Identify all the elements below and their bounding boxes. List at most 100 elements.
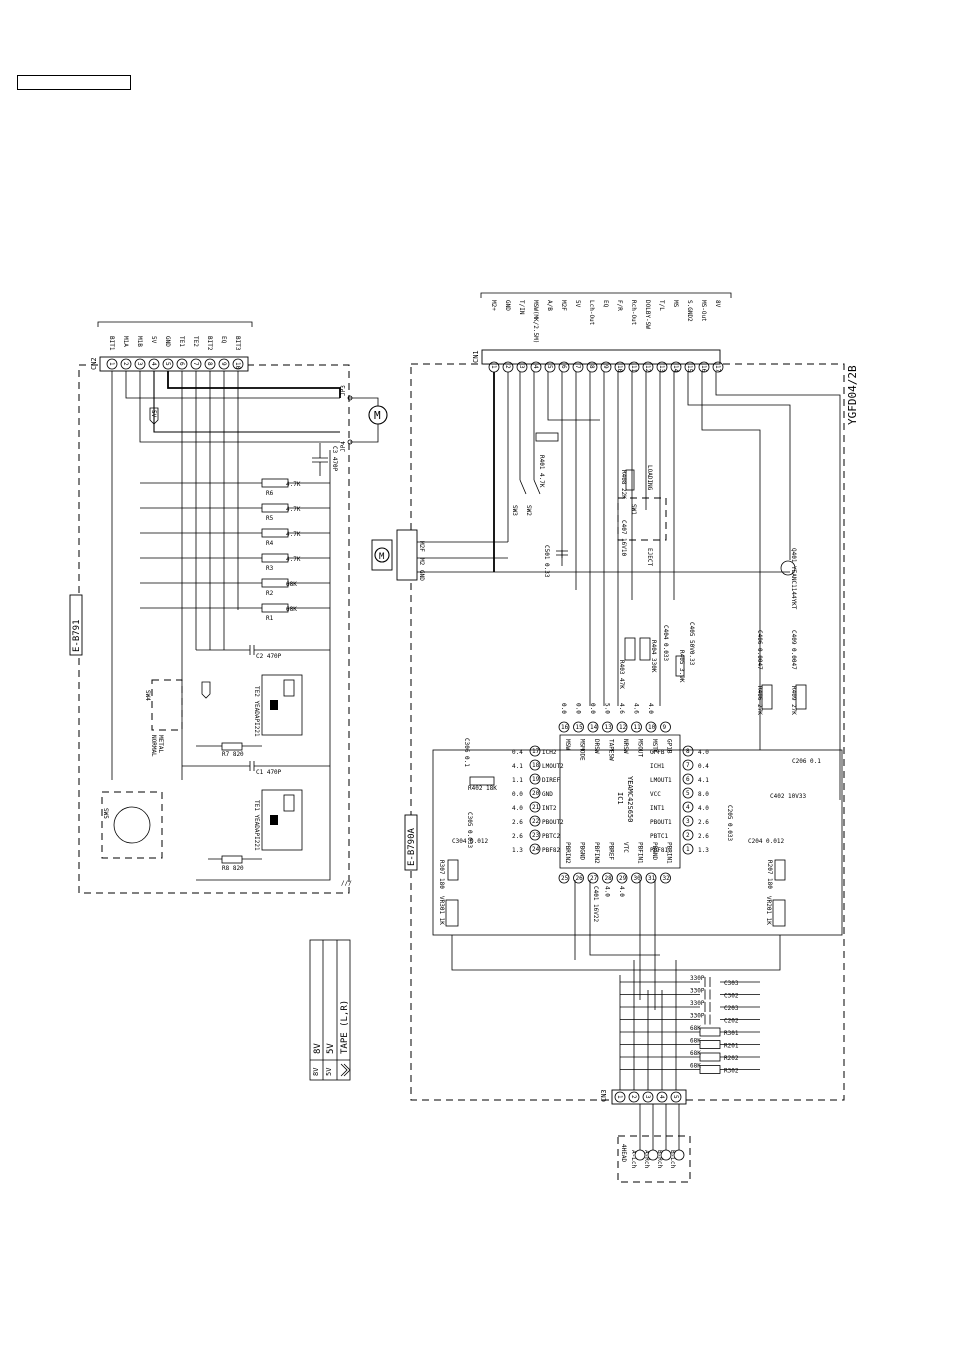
ic1-pin-voltage: 4.0 bbox=[698, 805, 709, 812]
cn1-signal-wires bbox=[493, 372, 841, 800]
cn2-pin-8 bbox=[204, 358, 216, 370]
5v-rail bbox=[153, 371, 340, 433]
c405-label: C405 50V0.33 bbox=[688, 622, 695, 666]
cn1-pin-number: 11 bbox=[630, 365, 637, 373]
cn1-pin-12 bbox=[642, 361, 654, 373]
ic1-pin-name: ICH1 bbox=[650, 763, 665, 770]
ic1-pin-20 bbox=[529, 787, 541, 799]
cn2-signal-label: TE1 bbox=[178, 336, 185, 347]
ic1-pin-number: 26 bbox=[576, 875, 584, 882]
sw1-eject-label: EJECT bbox=[646, 548, 653, 566]
head-channel-label: B-Lch bbox=[669, 1150, 676, 1168]
cn2-pin-number: 6 bbox=[178, 362, 185, 366]
vr201-label: VR201 1K bbox=[765, 896, 772, 925]
te1-sensor bbox=[261, 789, 303, 851]
e-b791-label-box bbox=[69, 594, 83, 656]
cn1-pin-4 bbox=[530, 361, 542, 373]
r5-ref: R5 bbox=[266, 515, 274, 522]
ic1-pin-name: PBREF bbox=[608, 842, 615, 860]
cn3-pin-number: 2 bbox=[630, 1095, 637, 1099]
ic1-pin-number: 4 bbox=[686, 804, 690, 811]
r3-value: 4.7K bbox=[286, 556, 301, 563]
cn1-signal-label: MS bbox=[672, 300, 679, 308]
sw1-label: SW1 bbox=[630, 504, 637, 515]
cn2-pin-number: 8 bbox=[206, 362, 213, 366]
r408-label: R408 22K bbox=[620, 470, 627, 499]
ic1-pin-voltage: 2.6 bbox=[698, 833, 709, 840]
cn1-signal-label: F/R bbox=[616, 300, 623, 311]
r207-resistor bbox=[774, 859, 786, 881]
c2-label: C2 470P bbox=[256, 653, 282, 660]
r403-resistor bbox=[624, 637, 636, 661]
cn1-pins: 1M2+2GND3T/IN4MSW(MK/2.5M)5A/B6M2F75V8Lc… bbox=[488, 300, 724, 373]
ic1-pin-voltage: 0.0 bbox=[560, 703, 567, 714]
cn3-pin-2 bbox=[628, 1091, 640, 1103]
ic1-pin-number: 8 bbox=[686, 748, 690, 755]
ic1-pin-name: ICH2 bbox=[542, 749, 557, 756]
ic1-pin-voltage: 2.6 bbox=[512, 833, 523, 840]
ic1-pin-voltage: 4.6 bbox=[633, 703, 640, 714]
cn2-signal-label: M1A bbox=[122, 336, 129, 347]
r302-value: 68K bbox=[690, 1063, 701, 1070]
m1b-line bbox=[139, 371, 340, 443]
cn3-wires bbox=[619, 960, 677, 1090]
ic1-pin-32 bbox=[660, 872, 671, 884]
r7-label: R7 820 bbox=[222, 751, 244, 758]
c409-label: C409 0.0047 bbox=[790, 630, 797, 670]
cn1-pin-number: 12 bbox=[644, 365, 651, 373]
cn1-signal-label: 5V bbox=[574, 300, 581, 308]
c401-label: C401 16V22 bbox=[592, 886, 599, 923]
c305-label: C305 0.033 bbox=[466, 812, 473, 849]
ic1-pin-number: 12 bbox=[619, 724, 627, 731]
ic1-pin-voltage: 1.3 bbox=[698, 847, 709, 854]
te2-label: TE2 YEADAPI221 bbox=[253, 686, 260, 737]
head-coil-icon bbox=[647, 1149, 659, 1161]
ic1-pin-name: TAPESW bbox=[608, 739, 615, 761]
c302-value: 330P bbox=[690, 988, 705, 995]
c501-capacitor bbox=[556, 550, 568, 566]
ic1-pin-1 bbox=[682, 843, 694, 855]
c204-label: C204 0.012 bbox=[748, 838, 785, 845]
motor-pin-m2f: M2F bbox=[418, 541, 425, 552]
r1-resistor bbox=[261, 603, 289, 613]
cn1-pin-number: 3 bbox=[518, 365, 525, 369]
r201-resistor bbox=[699, 1040, 721, 1049]
ic1-pin-16 bbox=[558, 721, 570, 733]
r2-value: 68K bbox=[286, 581, 297, 588]
ic1-frame bbox=[432, 749, 843, 936]
5v-flag-icon-2 bbox=[201, 681, 211, 699]
c304-label: C304 0.012 bbox=[452, 838, 489, 845]
cn1-pin-10 bbox=[614, 361, 626, 373]
ground-symbol-left: /// bbox=[341, 880, 352, 887]
r3-resistor bbox=[261, 553, 289, 563]
motor-m2-wires bbox=[417, 541, 790, 573]
ic1-pin-29 bbox=[616, 872, 628, 884]
legend-8v-symbol: 8V bbox=[312, 1067, 320, 1076]
sw2-sw3-contacts bbox=[519, 479, 541, 495]
cn2-pin-number: 4 bbox=[150, 362, 157, 366]
ic1-pin-number: 31 bbox=[648, 875, 656, 882]
r5-value: 4.7K bbox=[286, 506, 301, 513]
cn1-signal-label: GND bbox=[504, 300, 511, 311]
ic1-pin-number: 23 bbox=[532, 832, 540, 839]
c302-ref: C302 bbox=[724, 993, 739, 1000]
ic1-pin-25 bbox=[558, 872, 570, 884]
ic1-pin-30 bbox=[631, 872, 642, 884]
c404-label: C404 0.033 bbox=[662, 625, 669, 662]
cn2-signal-label: BIT3 bbox=[234, 336, 241, 351]
ic1-pin-5 bbox=[682, 787, 694, 799]
ic1-pin-number: 29 bbox=[619, 875, 627, 882]
cn3-pin-4 bbox=[656, 1091, 668, 1103]
cn1-signal-label: EQ bbox=[602, 300, 609, 308]
head-coil-icon bbox=[634, 1149, 646, 1161]
ic1-pin-13 bbox=[602, 721, 613, 733]
ic1-pin-voltage: 5.0 bbox=[604, 703, 611, 714]
cn1-pin-5 bbox=[544, 361, 556, 373]
lower-component-bank: C303330PC302330PC203330PC202330PR30168KR… bbox=[620, 975, 760, 1075]
r409-label: R409 27K bbox=[790, 686, 797, 715]
ic1-pin-voltage: 0.0 bbox=[512, 791, 523, 798]
cn2-pin-5 bbox=[162, 358, 174, 370]
cn1-signal-label: T/L bbox=[658, 300, 665, 311]
r7-resistor bbox=[221, 742, 243, 751]
